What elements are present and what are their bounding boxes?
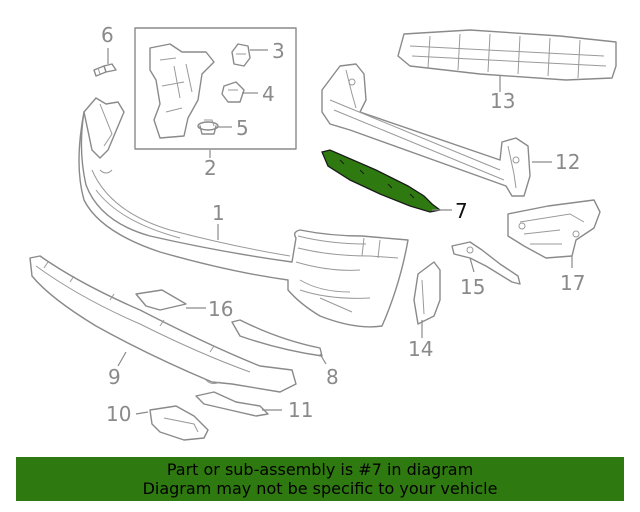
lower-valance-part-9 [29,255,297,393]
clip-part-3 [231,43,251,67]
bracket-part-11 [195,391,269,417]
callout-2[interactable]: 2 [204,156,217,180]
callout-12[interactable]: 12 [555,150,580,174]
side-bracket-part-14 [413,261,441,325]
callout-7[interactable]: 7 [455,199,468,223]
bracket-group-box [134,27,297,150]
energy-absorber-part-13 [397,29,617,81]
push-clip-part-5 [197,119,219,135]
callout-17[interactable]: 17 [560,271,585,295]
callout-11[interactable]: 11 [288,398,313,422]
callout-5[interactable]: 5 [236,116,249,140]
callout-10[interactable]: 10 [106,402,131,426]
highlighted-part-7 [321,149,442,213]
callout-13[interactable]: 13 [490,89,515,113]
callout-16[interactable]: 16 [208,297,233,321]
trim-strip-part-8 [231,319,323,357]
callout-8[interactable]: 8 [326,365,339,389]
callout-9[interactable]: 9 [108,365,121,389]
callout-labels: 1 2 3 4 5 6 7 8 9 10 11 12 13 14 15 16 1… [101,23,585,426]
rear-bumper-cover-part [78,97,409,328]
guide-bracket-part-17 [507,199,601,259]
reflector-housing-part-10 [149,405,209,441]
retainer-part-4 [221,81,245,103]
cover-part-16 [135,289,187,311]
callout-15[interactable]: 15 [460,275,485,299]
bolt-part-6 [93,63,117,77]
banner-line-2: Diagram may not be specific to your vehi… [142,479,498,498]
bumper-reinforcement-part-12 [321,63,531,197]
callout-6[interactable]: 6 [101,23,114,47]
banner-line-1: Part or sub-assembly is #7 in diagram [166,460,474,479]
callout-14[interactable]: 14 [408,337,433,361]
info-banner: Part or sub-assembly is #7 in diagram Di… [16,457,624,501]
bracket-part-15 [451,241,521,285]
callout-1[interactable]: 1 [212,201,225,225]
leader-lines [107,48,573,415]
callout-3[interactable]: 3 [272,39,285,63]
callout-4[interactable]: 4 [262,82,275,106]
